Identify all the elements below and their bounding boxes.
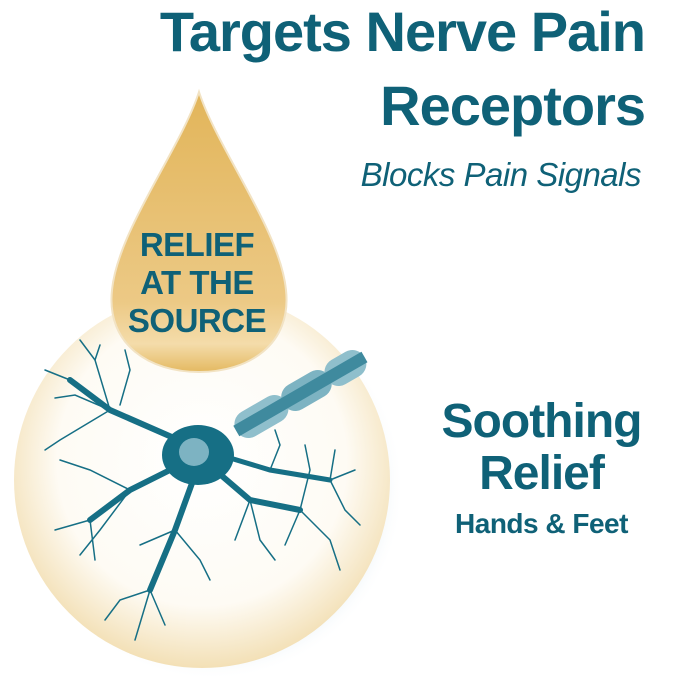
drop-label-line-2: AT THE [140, 264, 254, 301]
headline-line-2: Receptors [380, 74, 646, 137]
headline-line-1: Targets Nerve Pain [159, 0, 646, 63]
droplet-icon [110, 88, 288, 374]
side-claim: Soothing Relief Hands & Feet [404, 396, 679, 542]
side-claim-line-3: Hands & Feet [455, 508, 628, 539]
side-claim-line-2: Relief [479, 447, 605, 500]
drop-label-line-3: SOURCE [127, 302, 267, 339]
subtitle: Blocks Pain Signals [360, 156, 642, 193]
side-claim-line-1: Soothing [441, 395, 643, 448]
drop-label: RELIEF AT THE SOURCE [112, 226, 282, 340]
drop-label-line-1: RELIEF [139, 226, 255, 263]
